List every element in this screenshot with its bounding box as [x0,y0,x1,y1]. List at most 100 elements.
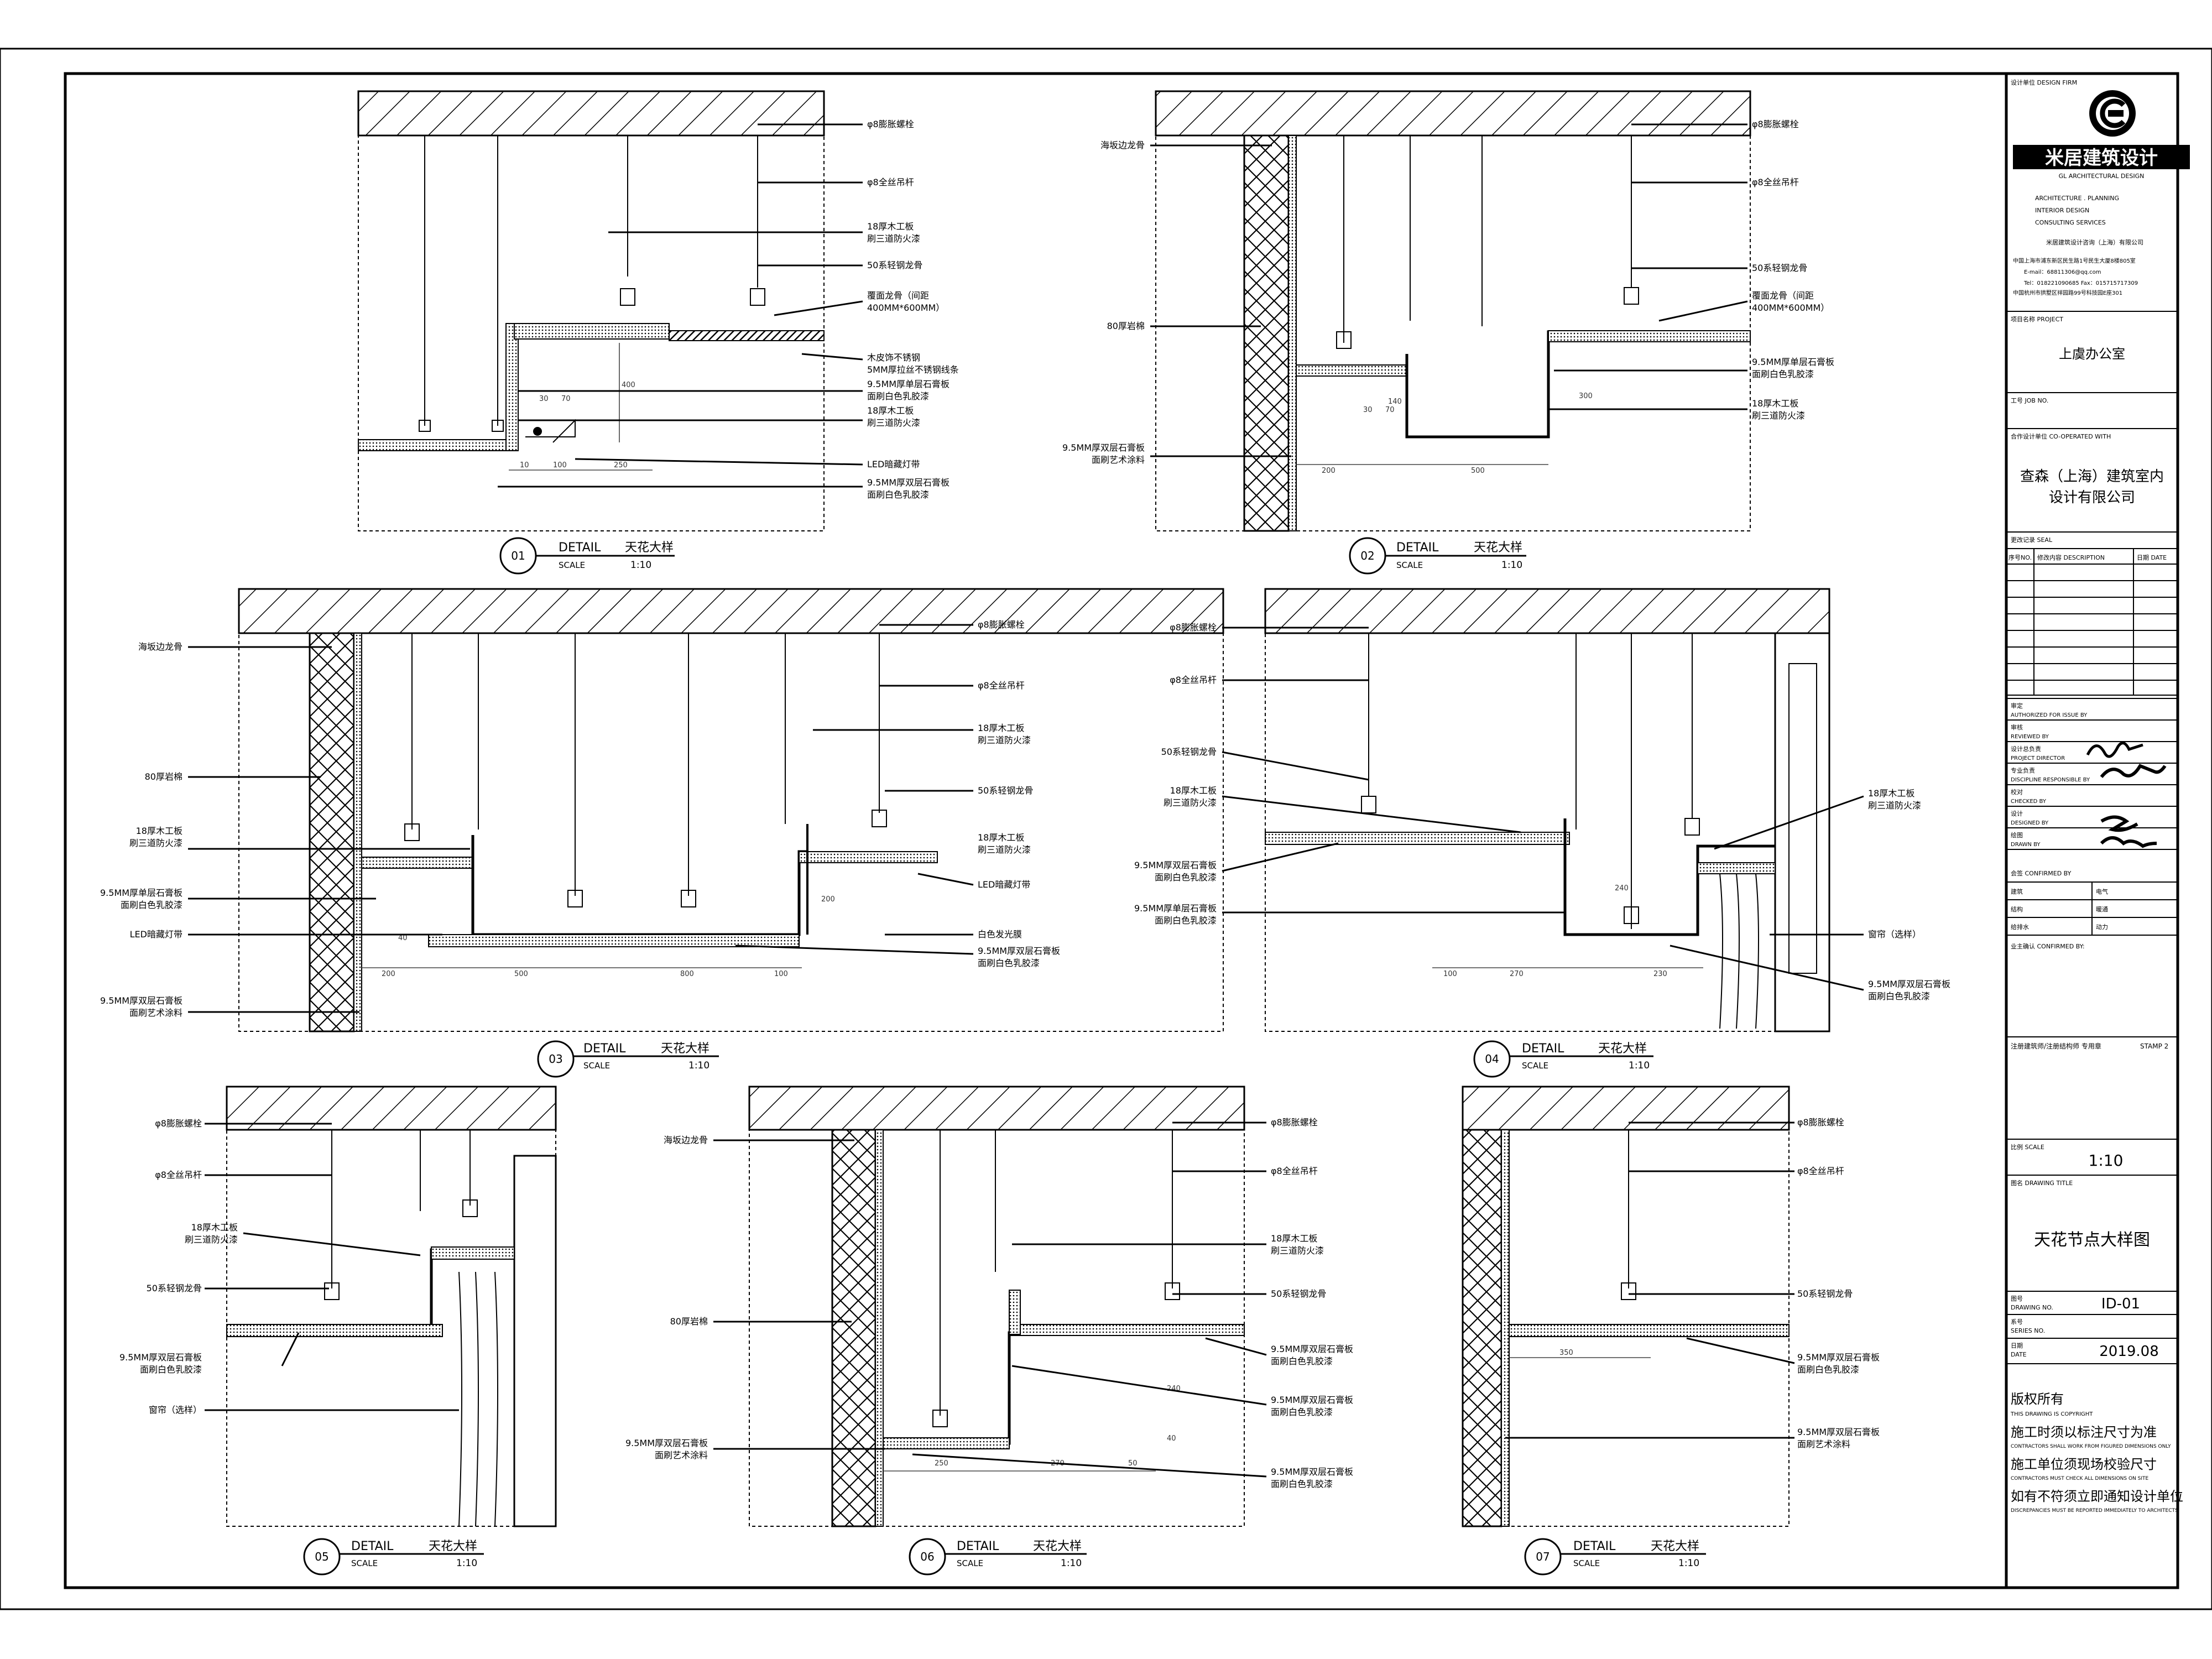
note: 海坂边龙骨 [138,641,182,652]
ceiling-board [226,1324,443,1337]
note: 面刷白色乳胶漆 [1752,369,1814,379]
ceiling-board [358,439,514,451]
detail-04-right-notes: 18厚木工板 刷三道防火漆 窗帘（选样） 9.5MM厚双层石膏板 面刷白色乳胶漆 [1868,788,1950,1001]
service-line: INTERIOR DESIGN [2035,207,2089,214]
note: 白色发光膜 [978,929,1022,940]
note: 18厚木工板 [867,221,914,232]
detail-04-title: 04 DETAIL 天花大样 SCALE 1:10 [1473,1040,1653,1078]
note: 50系轻钢龙骨 [1752,263,1807,273]
slab-hatch [357,90,825,137]
service-line: ARCHITECTURE . PLANNING [2035,195,2119,202]
discipline: 动力 [2096,924,2108,931]
note: 9.5MM厚双层石膏板 [1797,1427,1880,1437]
detail-number: 01 [511,549,525,562]
scale-label: SCALE [1573,1558,1600,1568]
note: 刷三道防火漆 [978,735,1031,745]
dimension-lines: 200 500 140 30 70 300 [1296,392,1593,475]
scale-value: 1:10 [630,560,651,571]
cooperate-name: 设计有限公司 [2049,489,2135,506]
note: 面刷白色乳胶漆 [140,1364,202,1375]
detail-02-right-notes: φ8膨胀螺栓 φ8全丝吊杆 50系轻钢龙骨 覆面龙骨（间距 400MM*600M… [1752,119,1834,421]
scale-value: 1:10 [1061,1558,1082,1569]
ceiling-board [1509,1324,1790,1337]
dimension-lines: 350 [1509,1349,1651,1358]
detail-03-left-notes: 海坂边龙骨 80厚岩棉 18厚木工板 刷三道防火漆 9.5MM厚单层石膏板 面刷… [100,641,182,1018]
series-en: SERIES NO. [2011,1327,2045,1334]
dimension-lines: 200 500 800 100 200 40 [362,895,835,978]
note: 面刷艺术涂料 [1092,455,1145,465]
detail-number-circle [537,1040,575,1078]
detail-04-frame [1265,588,1830,1032]
detail-label: DETAIL [351,1540,394,1553]
note: 面刷白色乳胶漆 [1271,1356,1333,1366]
scale-value: 1:10 [1678,1558,1699,1569]
window-jamb [513,1155,557,1527]
note: 18厚木工板 [978,832,1024,843]
note-en: DISCREPANCIES MUST BE REPORTED IMMEDIATE… [2011,1508,2178,1514]
recess-profile [1405,330,1750,439]
leaders [205,1123,459,1411]
note: 刷三道防火漆 [1868,800,1921,811]
signature [2086,742,2143,758]
dim-01-f: 10 [520,461,529,469]
note: 9.5MM厚双层石膏板 [867,477,950,488]
note: φ8膨胀螺栓 [867,119,914,129]
note: 海坂边龙骨 [1100,140,1145,150]
led-cove [525,419,576,443]
note: 18厚木工板 [1271,1233,1317,1244]
detail-07-right-notes: φ8膨胀螺栓 φ8全丝吊杆 50系轻钢龙骨 9.5MM厚双层石膏板 面刷白色乳胶… [1797,1117,1880,1449]
slab-hatch [748,1086,1245,1131]
discipline: 暖通 [2096,906,2108,913]
note: 9.5MM厚单层石膏板 [1752,357,1834,367]
company-logo: 米居建筑设计 GL ARCHITECTURAL DESIGN [2013,90,2190,180]
detail-number-circle [303,1538,341,1575]
detail-number-circle [1524,1538,1562,1575]
rev-header: 日期 DATE [2137,554,2167,561]
upper-ceiling [514,323,670,340]
note: 80厚岩棉 [1107,321,1145,331]
detail-name: 天花大样 [625,541,674,555]
scale-value: 1:10 [688,1060,709,1071]
note: 刷三道防火漆 [185,1234,238,1245]
note: 刷三道防火漆 [867,233,920,244]
hanger-rods [404,633,887,907]
curtain-box-profile [430,1248,514,1324]
address-line: Tel：018221090685 Fax：015715717309 [2023,280,2138,286]
slab-hatch [238,588,1224,634]
approval-cn: 审核 [2011,723,2023,731]
design-unit-label: 设计单位 DESIGN FIRM [2011,79,2077,86]
note: 9.5MM厚双层石膏板 [1868,979,1950,989]
detail-05-title: 05 DETAIL 天花大样 SCALE 1:10 [303,1538,484,1575]
approval-cn: 设计 [2011,810,2023,817]
wall-board [1288,135,1297,531]
detail-label: DETAIL [1573,1540,1616,1553]
stamp-2: STAMP 2 [2140,1042,2168,1050]
detail-label: DETAIL [559,541,601,555]
detail-number: 05 [315,1550,328,1563]
detail-03-right-notes: φ8膨胀螺栓 φ8全丝吊杆 18厚木工板 刷三道防火漆 50系轻钢龙骨 18厚木… [978,619,1060,968]
rev-header: 序号NO. [2008,554,2032,561]
upper-board [1009,1324,1245,1336]
wall-board [353,633,362,1032]
note: 9.5MM厚单层石膏板 [100,888,182,898]
scale-value: 1:10 [1501,560,1522,571]
detail-06-frame [749,1086,1245,1527]
drawing-no: ID-01 [2101,1296,2140,1312]
note: 9.5MM厚双层石膏板 [1271,1395,1353,1405]
leaders [188,624,974,1013]
note: 面刷白色乳胶漆 [867,391,929,401]
note: 覆面龙骨（间距 [1752,290,1814,301]
detail-03-frame [238,588,1224,1032]
right-board [799,851,938,863]
note: 9.5MM厚双层石膏板 [119,1352,202,1363]
note: φ8膨胀螺栓 [1797,1117,1844,1128]
wall-rockwool [1243,134,1290,532]
leaders [713,1121,1267,1478]
detail-05: φ8膨胀螺栓 φ8全丝吊杆 18厚木工板 刷三道防火漆 50系轻钢龙骨 9.5M… [119,1086,557,1575]
lower-board [1296,364,1407,377]
detail-07: 350 φ8膨胀螺栓 φ8全丝吊杆 50系轻钢龙骨 9.5MM厚双层石膏板 面刷… [1462,1086,1880,1575]
discipline: 建筑 [2011,888,2023,895]
scale-label: SCALE [559,560,585,570]
note: 18厚木工板 [1752,398,1798,409]
